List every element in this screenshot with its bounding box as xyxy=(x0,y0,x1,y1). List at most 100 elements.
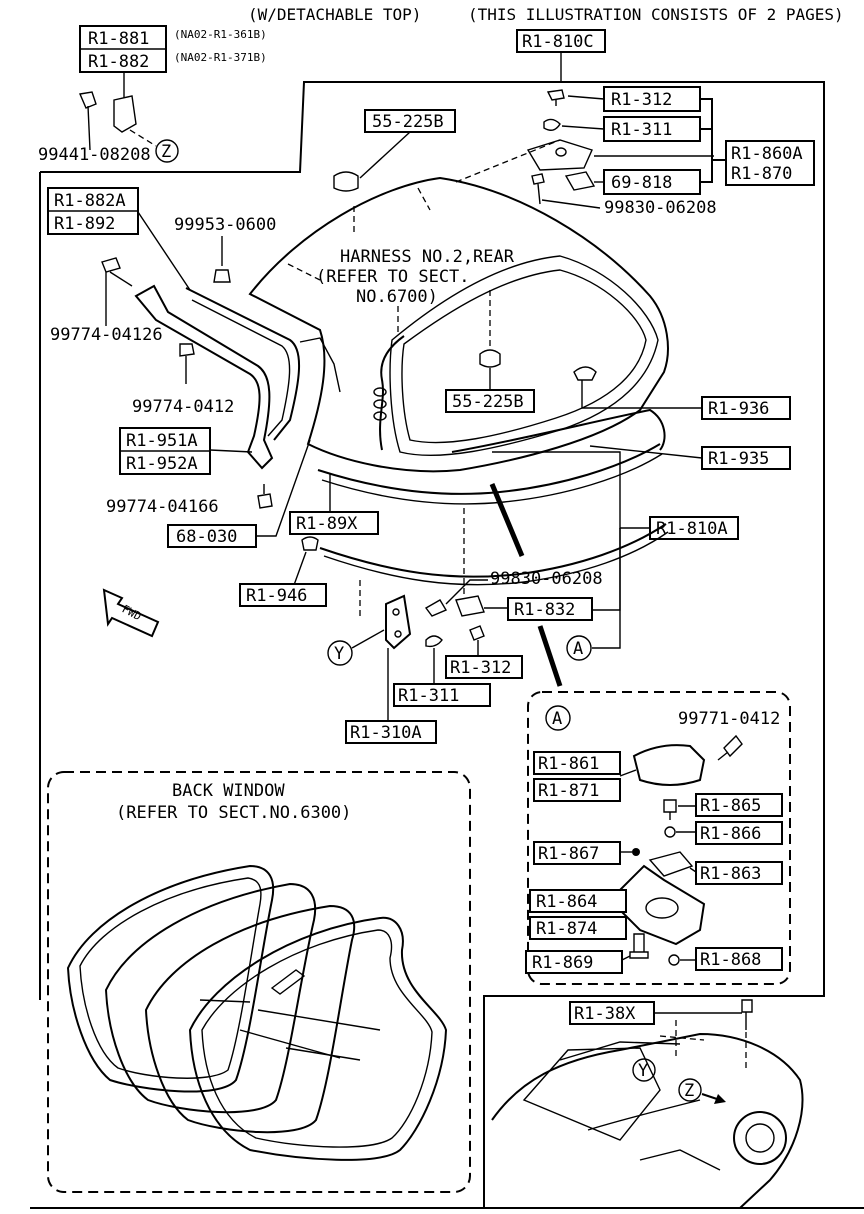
hole xyxy=(394,630,402,638)
part-label-99774-04166[interactable]: 99774-04166 xyxy=(106,497,219,517)
part-label-r1-951a[interactable]: R1-951A xyxy=(126,431,198,451)
part-label-r1-312-bottom[interactable]: R1-312 xyxy=(450,658,511,678)
marker-a-circle xyxy=(566,635,592,661)
clip-r1-946 xyxy=(301,536,319,551)
back-window-panel xyxy=(47,771,471,1193)
detail-pointer-bottom xyxy=(537,625,563,687)
leader xyxy=(359,131,411,179)
bolt-r1-869 xyxy=(629,933,649,959)
leader xyxy=(351,629,385,649)
front-seal-r1-946 xyxy=(319,523,667,578)
part-label-r1-864[interactable]: R1-864 xyxy=(536,892,597,912)
screw-99774-04126 xyxy=(101,257,133,287)
label-box-r1-864 xyxy=(529,889,627,913)
leader xyxy=(689,867,697,873)
label-box-r1-871 xyxy=(533,778,621,802)
nut-99953 xyxy=(213,269,231,283)
striker-clip xyxy=(113,95,137,133)
washer-r1-311-bottom xyxy=(425,635,443,648)
leader xyxy=(445,579,488,605)
hardtop-rear-opening-inner xyxy=(401,269,647,444)
header-note-pages: (THIS ILLUSTRATION CONSISTS OF 2 PAGES) xyxy=(468,5,844,24)
part-label-r1-952a[interactable]: R1-952A xyxy=(126,454,198,474)
car-marker-y: Y xyxy=(638,1061,648,1081)
part-label-55-225b-top[interactable]: 55-225B xyxy=(372,112,444,132)
fwd-arrow: FWD xyxy=(102,588,160,638)
header-note-detachable: (W/DETACHABLE TOP) xyxy=(248,5,421,24)
side-rail-seal-r1-882a-inner xyxy=(191,299,291,437)
part-label-r1-867[interactable]: R1-867 xyxy=(538,844,599,864)
bolt-r1-38x xyxy=(741,999,753,1030)
latch-bracket-top xyxy=(526,139,593,171)
part-label-r1-810a[interactable]: R1-810A xyxy=(656,519,728,539)
car-marker-y-circle xyxy=(632,1058,656,1082)
part-label-99774-04126[interactable]: 99774-04126 xyxy=(50,325,163,345)
bolt-99830-bottom xyxy=(424,599,448,617)
washer-r1-866 xyxy=(664,826,676,838)
part-label-r1-882a[interactable]: R1-882A xyxy=(54,191,126,211)
part-label-r1-868[interactable]: R1-868 xyxy=(700,950,761,970)
part-label-99953-0600[interactable]: 99953-0600 xyxy=(174,215,276,235)
part-label-55-225b-mid[interactable]: 55-225B xyxy=(452,392,524,412)
stopper-55-225b-top xyxy=(333,171,359,192)
part-label-99830-top[interactable]: 99830-06208 xyxy=(604,198,717,218)
label-box-r1-310a xyxy=(345,720,437,744)
part-label-69-818[interactable]: 69-818 xyxy=(611,173,672,193)
marker-y-circle xyxy=(327,640,353,666)
note-harness-line-3: NO.6700) xyxy=(356,287,438,307)
part-label-r1-871[interactable]: R1-871 xyxy=(538,781,599,801)
part-label-99774-0412[interactable]: 99774-0412 xyxy=(132,397,234,417)
label-box-r1-832 xyxy=(507,597,593,621)
part-label-r1-89x[interactable]: R1-89X xyxy=(296,514,358,534)
bolt-r1-865 xyxy=(663,799,677,820)
fwd-label: FWD xyxy=(120,602,144,623)
leader xyxy=(492,451,650,529)
label-box-r1-936 xyxy=(701,396,791,420)
part-label-r1-310a[interactable]: R1-310A xyxy=(350,723,422,743)
hidden-line xyxy=(287,263,321,281)
part-label-r1-866[interactable]: R1-866 xyxy=(700,824,761,844)
label-box-r1-866 xyxy=(695,821,783,845)
part-label-r1-869[interactable]: R1-869 xyxy=(532,953,593,973)
part-label-r1-936[interactable]: R1-936 xyxy=(708,399,769,419)
leader xyxy=(567,95,605,100)
part-label-r1-863[interactable]: R1-863 xyxy=(700,864,761,884)
note-back-window-ref: (REFER TO SECT.NO.6300) xyxy=(116,803,351,823)
label-box-r1-946 xyxy=(239,583,327,607)
pin-r1-867 xyxy=(632,848,640,856)
part-label-r1-861[interactable]: R1-861 xyxy=(538,754,599,774)
part-label-68-030[interactable]: 68-030 xyxy=(176,527,237,547)
hardtop-shell xyxy=(248,176,669,473)
bolt-99830-top xyxy=(531,173,545,205)
part-label-r1-946[interactable]: R1-946 xyxy=(246,586,307,606)
part-label-r1-874[interactable]: R1-874 xyxy=(536,919,597,939)
detail-a-marker-circle xyxy=(545,705,571,731)
part-label-r1-832[interactable]: R1-832 xyxy=(514,600,575,620)
part-label-99830-bottom[interactable]: 99830-06208 xyxy=(490,569,603,589)
group-bracket-r1-860a xyxy=(700,98,713,183)
label-box-r1-860a xyxy=(725,140,815,186)
part-label-r1-865[interactable]: R1-865 xyxy=(700,796,761,816)
clip-69-818 xyxy=(564,171,596,191)
part-label-r1-311-bottom[interactable]: R1-311 xyxy=(398,686,459,706)
part-label-r1-810c[interactable]: R1-810C xyxy=(522,32,594,52)
label-box-55-225b-mid xyxy=(445,389,535,413)
screw-99771 xyxy=(717,734,743,761)
part-label-r1-870[interactable]: R1-870 xyxy=(731,164,792,184)
hardtop-side-panel xyxy=(299,337,341,393)
latch-housing-cup xyxy=(645,897,679,919)
part-label-r1-38x[interactable]: R1-38X xyxy=(574,1004,636,1024)
part-label-99441-08208[interactable]: 99441-08208 xyxy=(38,145,151,165)
part-label-r1-311-top[interactable]: R1-311 xyxy=(611,120,672,140)
part-label-r1-882[interactable]: R1-882 xyxy=(88,52,149,72)
part-label-r1-860a[interactable]: R1-860A xyxy=(731,144,803,164)
striker-plate xyxy=(385,594,412,650)
part-label-r1-892[interactable]: R1-892 xyxy=(54,214,115,234)
part-label-r1-312-top[interactable]: R1-312 xyxy=(611,90,672,110)
hidden-line xyxy=(417,187,431,211)
part-label-r1-935[interactable]: R1-935 xyxy=(708,449,769,469)
part-label-r1-881[interactable]: R1-881 xyxy=(88,29,149,49)
washer-r1-311-top xyxy=(543,118,561,131)
part-label-99771-0412[interactable]: 99771-0412 xyxy=(678,709,780,729)
